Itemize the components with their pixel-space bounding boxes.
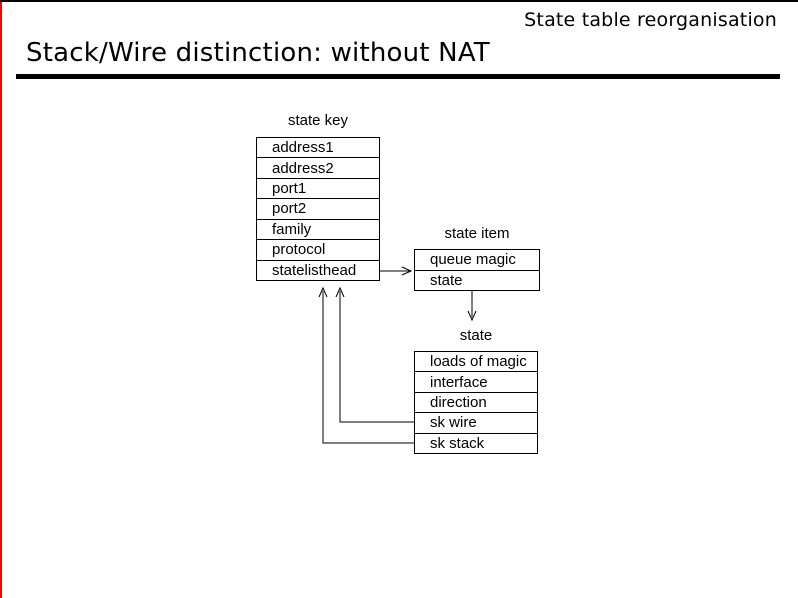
title-underline [16,74,780,79]
table-row: loads of magic [415,352,537,373]
arrow-statelisthead-to-state-item [380,266,413,276]
table-row: address2 [257,158,379,179]
state-label: state [459,327,493,344]
table-row: address1 [257,138,379,159]
table-row: statelisthead [272,261,357,279]
table-row: family [257,220,379,241]
top-border-line [0,0,798,2]
table-row: sk stack [430,434,485,452]
state-key-label: state key [287,112,349,129]
left-border-line [0,2,2,598]
arrow-sk-stack-to-state-key [318,286,414,444]
arrow-state-item-to-state [467,291,477,322]
table-row: state [430,271,463,289]
table-row: interface [415,372,537,393]
table-row: direction [415,393,537,414]
table-row: port2 [257,199,379,220]
table-row: queue magic [415,250,539,271]
slide-corner-label: State table reorganisation [524,9,777,31]
table-row: sk wire [415,413,537,434]
table-row: protocol [257,240,379,261]
arrow-sk-wire-to-state-key [335,286,414,423]
page-title: Stack/Wire distinction: without NAT [26,38,490,68]
state-item-label: state item [444,225,510,242]
table-row: port1 [257,179,379,200]
